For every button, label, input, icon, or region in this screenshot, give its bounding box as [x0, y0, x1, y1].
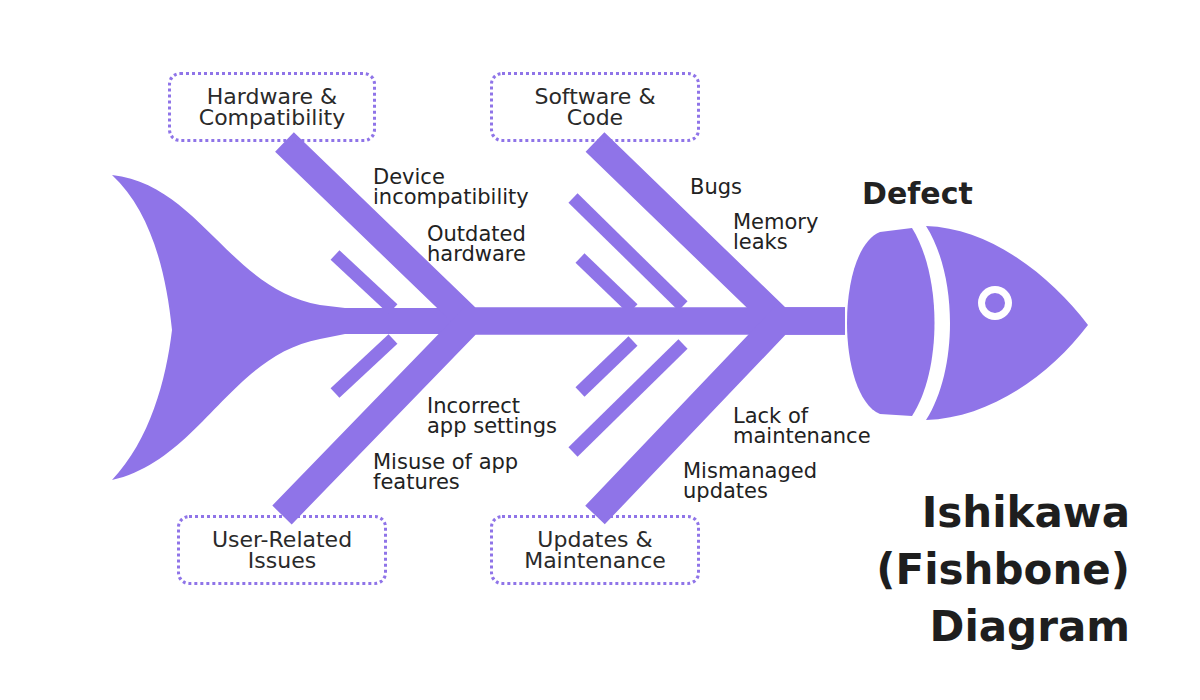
category-label: User-Related Issues — [211, 529, 354, 571]
fish-head-shape — [845, 175, 1090, 425]
category-text-group: Updates & Maintenance — [523, 529, 667, 571]
category-box: User-Related Issues — [177, 515, 387, 585]
cause-label: Lack of maintenance — [733, 406, 873, 446]
fish-eye-ring — [978, 286, 1012, 320]
cause-label: Outdated hardware — [427, 224, 528, 264]
sub-bone — [580, 341, 633, 392]
category-text-group: Hardware & Compatibility — [198, 86, 347, 128]
category-label: Updates & Maintenance — [523, 529, 667, 571]
cause-label: Device incompatibility — [373, 167, 531, 207]
fish-bone — [284, 142, 845, 321]
category-box: Hardware & Compatibility — [168, 72, 376, 142]
fish-bone — [595, 142, 845, 321]
fish-eye — [985, 293, 1005, 313]
category-box: Updates & Maintenance — [490, 515, 700, 585]
cause-label: Misuse of app features — [373, 452, 521, 492]
diagram-title: Ishikawa (Fishbone) Diagram — [874, 484, 1130, 655]
category-text-group: Software & Code — [533, 86, 657, 128]
category-box: Software & Code — [490, 72, 700, 142]
category-label: Software & Code — [533, 86, 657, 128]
sub-bone — [335, 339, 393, 393]
category-text-group: User-Related Issues — [211, 529, 354, 571]
category-label: Hardware & Compatibility — [198, 86, 347, 128]
cause-label: Mismanaged updates — [683, 461, 819, 501]
cause-label: Incorrect app settings — [427, 396, 559, 436]
sub-bone — [580, 258, 633, 309]
cause-label: Memory leaks — [733, 212, 821, 252]
fish-face — [926, 226, 1088, 420]
fish-head: Defect — [845, 175, 1090, 425]
sub-bone — [335, 255, 393, 309]
cause-label: Bugs — [690, 177, 742, 197]
fish-gill — [847, 228, 935, 416]
fish-tail — [112, 175, 345, 480]
effect-label: Defect — [862, 177, 973, 211]
